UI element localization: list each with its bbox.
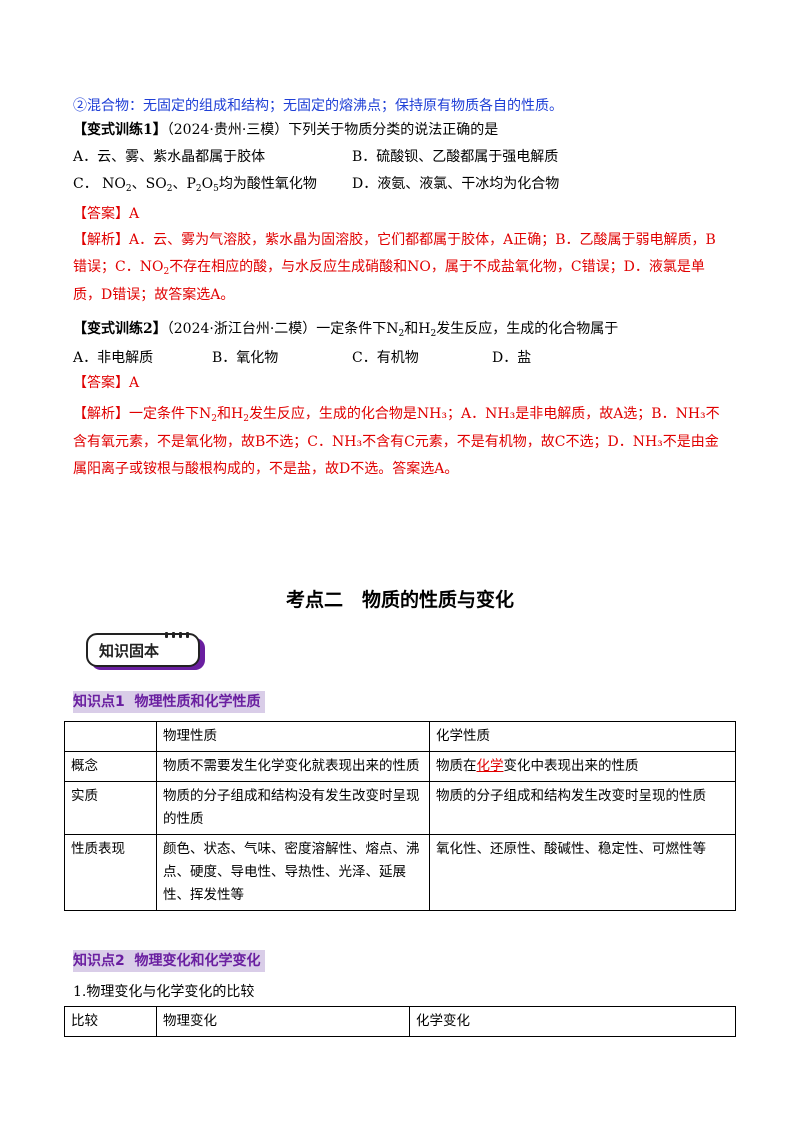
question-2-option-d: D．盐 <box>492 350 532 366</box>
chem-post: 变化中表现出来的性质 <box>503 758 639 774</box>
question-1-option-a: A．云、雾、紫水晶都属于胶体 <box>73 149 266 165</box>
question-1-option-d: D．液氨、液氯、干冰均为化合物 <box>352 176 560 192</box>
question-1-explanation-line-1: 【解析】A．云、雾为气溶胶，紫水晶为固溶胶，它们都都属于胶体，A正确；B．乙酸属… <box>73 232 716 248</box>
question-1-option-c: C． NO2、SO2、P2O5均为酸性氧化物 <box>73 176 317 194</box>
knowledge-badge: 知识固本 <box>85 632 207 672</box>
table-header-row: 比较 物理变化 化学变化 <box>64 1006 736 1037</box>
question-1-answer: 【答案】A <box>73 206 140 222</box>
question-2-option-a: A．非电解质 <box>73 350 154 366</box>
formula-h2: H2 <box>418 321 437 339</box>
question-1-explanation-line-3: 质，D错误；故答案选A。 <box>73 287 235 303</box>
question-1-tag: 【变式训练1】 <box>73 122 167 138</box>
table-header-cell <box>64 721 157 752</box>
explanation-suffix: 不存在相应的酸，与水反应生成硝酸和NO，属于不成盐氧化物，C错误；D．液氯是单 <box>169 259 705 275</box>
table-header-cell: 物理性质 <box>156 721 430 752</box>
table-header-cell: 物理变化 <box>156 1006 410 1037</box>
question-1-explanation-line-2: 错误；C．NO2不存在相应的酸，与水反应生成硝酸和NO，属于不成盐氧化物，C错误… <box>73 257 705 282</box>
badge-label: 知识固本 <box>99 642 160 660</box>
question-2-source-mid: 和 <box>404 321 419 337</box>
physical-cell: 物质的分子组成和结构没有发生改变时呈现的性质 <box>156 781 430 835</box>
chemical-cell: 氧化性、还原性、酸碱性、稳定性、可燃性等 <box>429 834 736 911</box>
formula-no2-inline: NO2 <box>139 259 170 277</box>
q2-exp-pre: 【解析】一定条件下 <box>73 406 199 422</box>
kp2-label: 知识点2 <box>73 953 125 969</box>
table-row: 概念 物质不需要发生化学变化就表现出来的性质 物质在化学变化中表现出来的性质 <box>64 751 736 782</box>
question-2-header: 【变式训练2】（2024·浙江台州·二模）一定条件下N2和H2发生反应，生成的化… <box>73 319 618 344</box>
changes-table: 比较 物理变化 化学变化 <box>64 1006 736 1037</box>
table-row: 性质表现 颜色、状态、气味、密度溶解性、熔点、沸点、硬度、导电性、导热性、光泽、… <box>64 834 736 911</box>
formula-p2o5: P2O5 <box>186 176 219 194</box>
physical-cell: 颜色、状态、气味、密度溶解性、熔点、沸点、硬度、导电性、导热性、光泽、延展性、挥… <box>156 834 430 911</box>
formula-n2-inline: N2 <box>199 406 217 424</box>
formula-so2: SO2 <box>145 176 173 194</box>
badge-rings-icon <box>165 632 189 638</box>
question-2-tag: 【变式训练2】 <box>73 321 167 337</box>
table-header-row: 物理性质 化学性质 <box>64 721 736 752</box>
question-2-explanation-line-2: 含有氧元素，不是氧化物，故B不选；C．NH₃不含有C元素，不是有机物，故C不选；… <box>73 434 719 450</box>
chem-pre: 物质在 <box>436 758 477 774</box>
chemical-cell: 物质在化学变化中表现出来的性质 <box>429 751 736 782</box>
badge-shape <box>86 632 205 670</box>
formula-h2-inline: H2 <box>230 406 249 424</box>
question-2-option-c: C．有机物 <box>352 350 419 366</box>
question-1-header: 【变式训练1】（2024·贵州·三模）下列关于物质分类的说法正确的是 <box>73 120 498 140</box>
table-header-cell: 化学变化 <box>409 1006 736 1037</box>
question-2-answer: 【答案】A <box>73 375 140 391</box>
chem-underlined: 化学 <box>476 758 504 774</box>
table-header-cell: 比较 <box>64 1006 157 1037</box>
comparison-intro: 1.物理变化与化学变化的比较 <box>73 984 255 1000</box>
knowledge-point-1-heading: 知识点1 物理性质和化学性质 <box>73 691 265 713</box>
question-2-explanation-line-3: 属阳离子或铵根与酸根构成的，不是盐，故D不选。答案选A。 <box>73 461 459 477</box>
table-row: 实质 物质的分子组成和结构没有发生改变时呈现的性质 物质的分子组成和结构发生改变… <box>64 781 736 835</box>
physical-cell: 物质不需要发生化学变化就表现出来的性质 <box>156 751 430 782</box>
question-1-option-b: B．硫酸钡、乙酸都属于强电解质 <box>352 149 559 165</box>
row-label: 实质 <box>64 781 157 835</box>
question-2-source-pre: （2024·浙江台州·二模）一定条件下 <box>166 321 387 337</box>
question-2-explanation-line-1: 【解析】一定条件下N2和H2发生反应，生成的化合物是NH₃；A．NH₃是非电解质… <box>73 404 720 429</box>
question-2-source-post: 发生反应，生成的化合物属于 <box>436 321 619 337</box>
option-c-suffix: 均为酸性氧化物 <box>218 176 317 192</box>
chemical-cell: 物质的分子组成和结构发生改变时呈现的性质 <box>429 781 736 835</box>
formula-no2: NO2 <box>102 176 132 194</box>
kp2-title: 物理变化和化学变化 <box>134 953 261 969</box>
badge-face <box>86 633 200 667</box>
question-1-source: （2024·贵州·三模）下列关于物质分类的说法正确的是 <box>166 122 499 138</box>
explanation-prefix: 错误；C． <box>73 259 140 275</box>
formula-n2: N2 <box>386 321 405 339</box>
table-header-cell: 化学性质 <box>429 721 736 752</box>
kp1-title: 物理性质和化学性质 <box>134 694 261 710</box>
kp1-label: 知识点1 <box>73 694 125 710</box>
section-title: 考点二 物质的性质与变化 <box>285 589 514 611</box>
row-label: 概念 <box>64 751 157 782</box>
q2-exp-mid: 和 <box>216 406 231 422</box>
knowledge-point-2-heading: 知识点2 物理变化和化学变化 <box>73 950 265 972</box>
option-c-prefix: C． <box>73 176 98 192</box>
properties-table: 物理性质 化学性质 概念 物质不需要发生化学变化就表现出来的性质 物质在化学变化… <box>64 721 736 911</box>
mixture-definition: ②混合物：无固定的组成和结构；无固定的熔沸点；保持原有物质各自的性质。 <box>73 98 563 114</box>
question-2-option-b: B．氧化物 <box>212 350 279 366</box>
q2-exp-post: 发生反应，生成的化合物是NH₃；A．NH₃是非电解质，故A选；B．NH₃不 <box>248 406 720 422</box>
row-label: 性质表现 <box>64 834 157 911</box>
